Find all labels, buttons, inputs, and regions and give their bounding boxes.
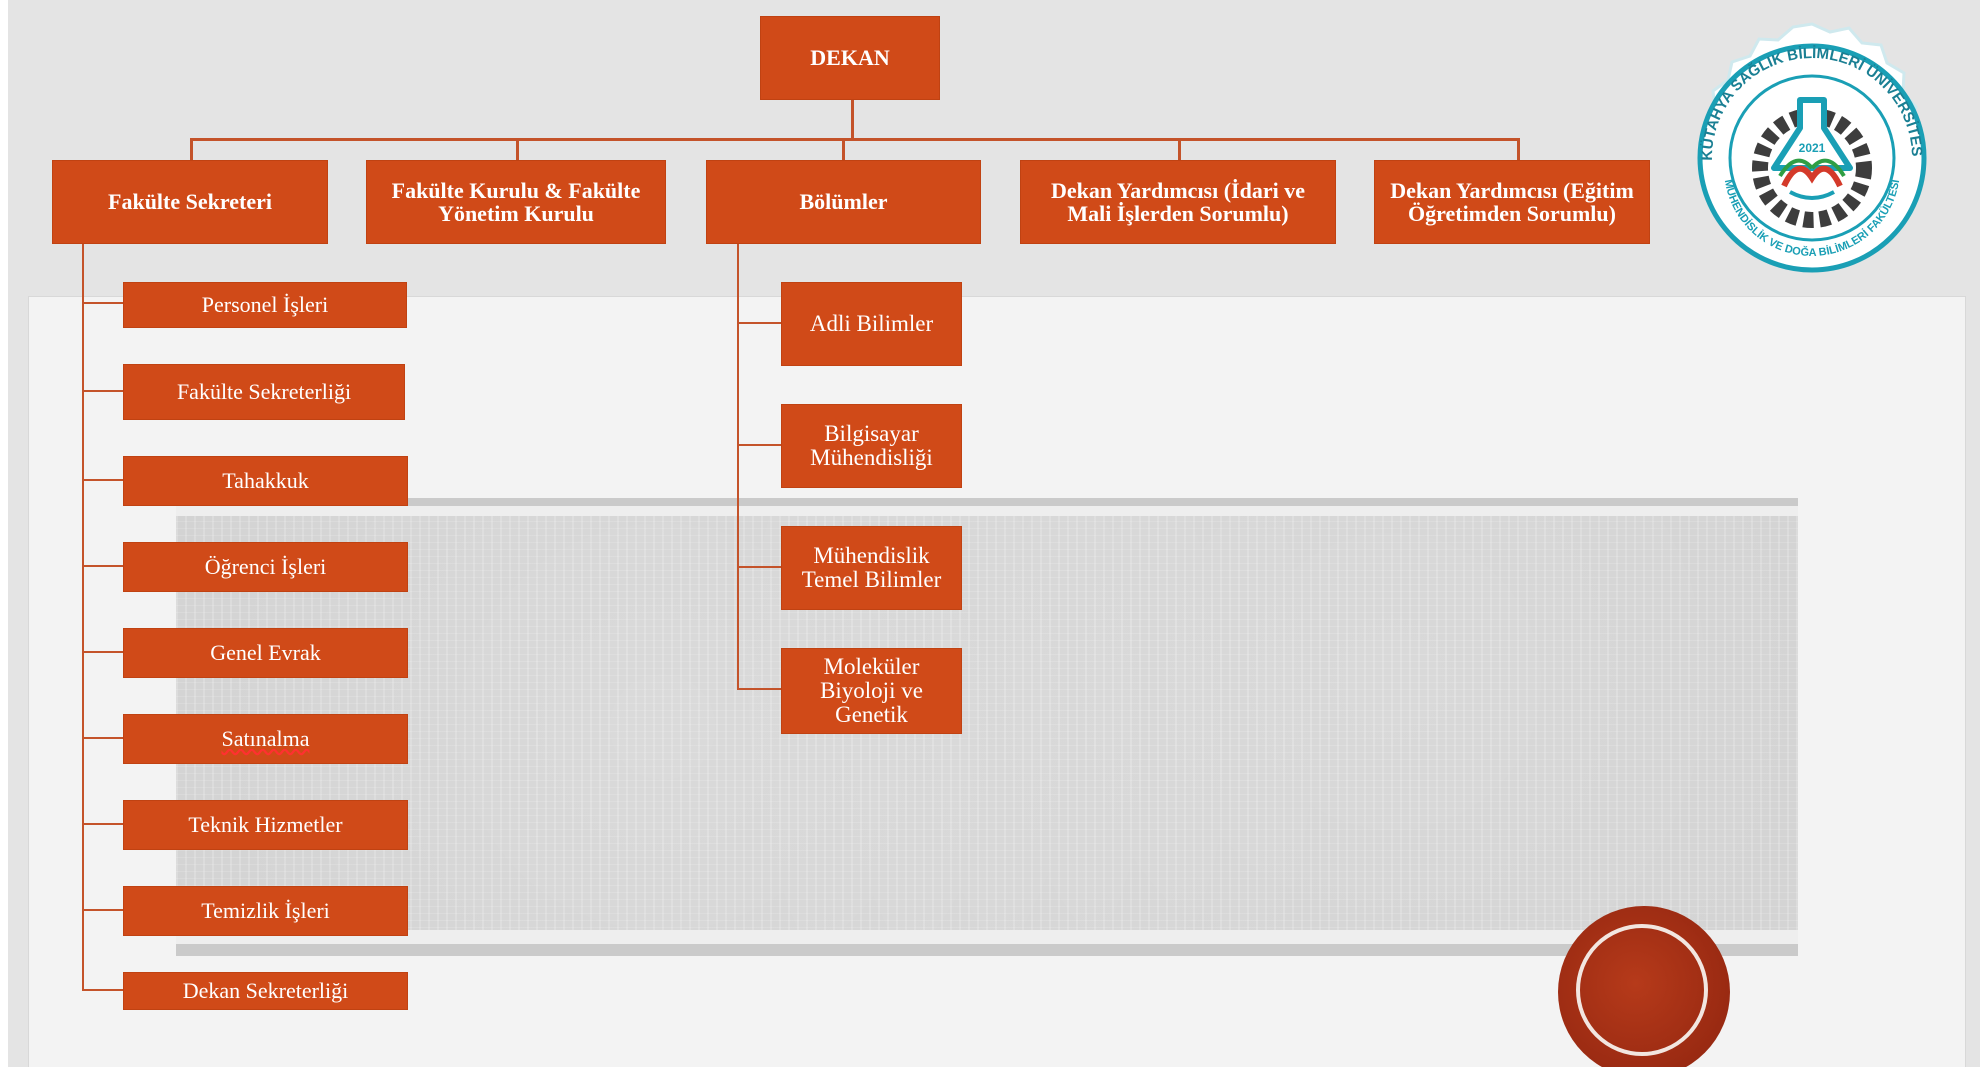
connector-line (851, 98, 854, 140)
node-label: Fakülte Kurulu & Fakülte Yönetim Kurulu (391, 177, 641, 226)
node-label: Tahakkuk (222, 468, 309, 494)
node-molekuler-biyoloji: Moleküler Biyoloji ve Genetik (781, 648, 962, 734)
node-label: Temizlik İşleri (201, 898, 330, 924)
node-dekan-sekreterligi: Dekan Sekreterliği (123, 972, 408, 1010)
node-personel-isleri: Personel İşleri (123, 282, 407, 328)
university-logo: KÜTAHYA SAĞLIK BİLİMLERİ ÜNİVERSİTESİ MÜ… (1672, 18, 1927, 273)
node-label: Mühendislik Temel Bilimler (801, 542, 942, 592)
node-label: Personel İşleri (201, 292, 329, 318)
node-label: Moleküler Biyoloji ve Genetik (820, 653, 923, 728)
node-label: Adli Bilimler (809, 310, 934, 336)
node-label: Bilgisayar Mühendisliği (810, 420, 933, 470)
connector-line (737, 444, 782, 446)
connector-line (82, 302, 124, 304)
node-temizlik-isleri: Temizlik İşleri (123, 886, 408, 936)
connector-line (737, 688, 782, 690)
node-label: Öğrenci İşleri (204, 554, 327, 580)
node-dekan: DEKAN (760, 16, 940, 100)
node-label: Dekan Yardımcısı (İdari ve Mali İşlerden… (1050, 177, 1305, 226)
node-satinalma: Satınalma (123, 714, 408, 764)
node-label: Fakülte Sekreteri (108, 189, 272, 215)
connector-line (737, 242, 739, 690)
connector-line (842, 138, 845, 160)
node-label: Genel Evrak (210, 640, 321, 666)
connector-line (82, 989, 124, 991)
texture-band-gap (176, 930, 1798, 944)
connector-line (516, 138, 519, 160)
connector-line (82, 651, 124, 653)
connector-line (1178, 138, 1181, 160)
connector-line (737, 322, 782, 324)
connector-line (82, 737, 124, 739)
texture-band-top (176, 498, 1798, 506)
node-fakulte-sekreterligi: Fakülte Sekreterliği (123, 364, 405, 420)
gear-flask-emblem-icon (1752, 97, 1872, 228)
decorative-circle-ring (1576, 924, 1708, 1056)
connector-line (82, 823, 124, 825)
node-label: Satınalma (221, 726, 310, 752)
node-tahakkuk: Tahakkuk (123, 456, 408, 506)
connector-line (82, 909, 124, 911)
connector-line (82, 242, 84, 990)
node-bilgisayar-muhendisligi: Bilgisayar Mühendisliği (781, 404, 962, 488)
connector-line (82, 479, 124, 481)
texture-band-bottom (176, 944, 1798, 956)
connector-line (190, 138, 193, 160)
connector-line (737, 566, 782, 568)
connector-line (190, 138, 1520, 141)
node-muhendislik-temel-bilimler: Mühendislik Temel Bilimler (781, 526, 962, 610)
node-label: Teknik Hizmetler (188, 812, 343, 838)
connector-line (82, 390, 124, 392)
texture-band (176, 498, 1798, 956)
node-bolumler: Bölümler (706, 160, 981, 244)
node-fakulte-kurulu: Fakülte Kurulu & Fakülte Yönetim Kurulu (366, 160, 666, 244)
node-dekan-yardimcisi-idari: Dekan Yardımcısı (İdari ve Mali İşlerden… (1020, 160, 1336, 244)
node-label: DEKAN (810, 45, 890, 71)
node-label: Dekan Sekreterliği (182, 978, 349, 1004)
connector-line (82, 565, 124, 567)
slide-background: DEKAN Fakülte Sekreteri Fakülte Kurulu &… (8, 0, 1980, 1067)
node-label: Bölümler (799, 189, 888, 215)
node-adli-bilimler: Adli Bilimler (781, 282, 962, 366)
texture-band-gap (176, 506, 1798, 516)
node-label: Fakülte Sekreterliği (176, 379, 352, 405)
node-fakulte-sekreteri: Fakülte Sekreteri (52, 160, 328, 244)
node-label: Dekan Yardımcısı (Eğitim Öğretimden Soru… (1390, 177, 1634, 226)
logo-year: 2021 (1799, 141, 1826, 155)
node-ogrenci-isleri: Öğrenci İşleri (123, 542, 408, 592)
node-genel-evrak: Genel Evrak (123, 628, 408, 678)
connector-line (1517, 138, 1520, 160)
node-dekan-yardimcisi-egitim: Dekan Yardımcısı (Eğitim Öğretimden Soru… (1374, 160, 1650, 244)
node-teknik-hizmetler: Teknik Hizmetler (123, 800, 408, 850)
